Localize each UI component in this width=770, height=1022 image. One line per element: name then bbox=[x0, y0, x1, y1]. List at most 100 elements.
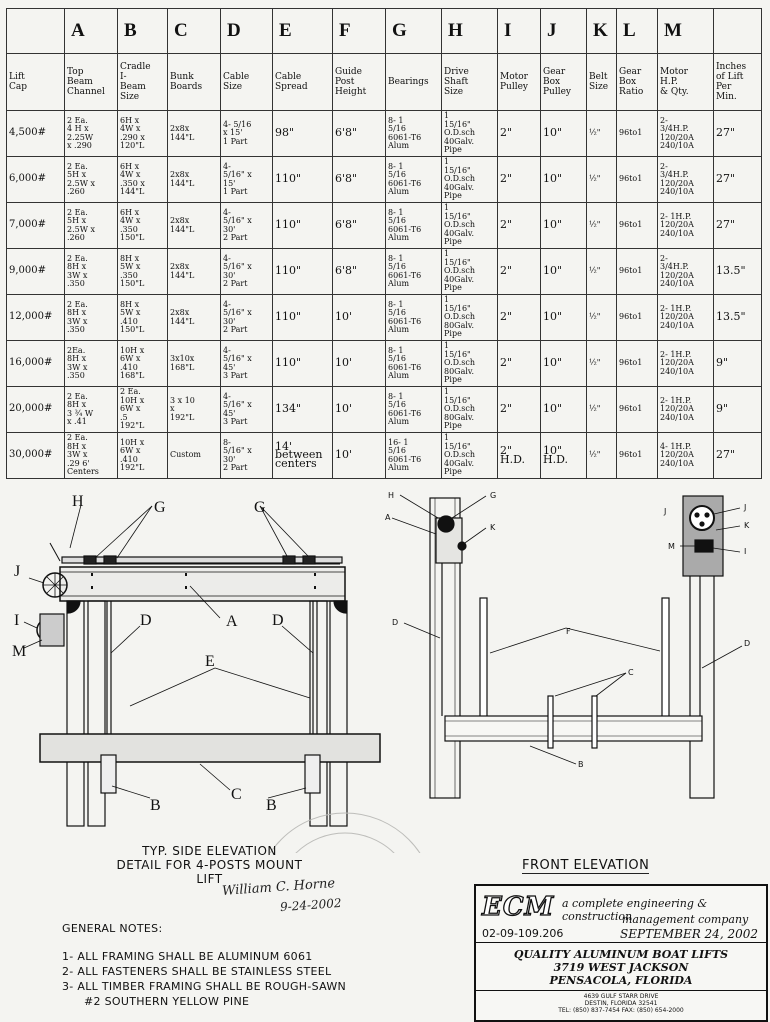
column-header: Drive Shaft Size bbox=[441, 53, 498, 111]
column-header: Bearings bbox=[385, 53, 442, 111]
table-cell: 2" bbox=[497, 294, 541, 341]
table-cell: 1 15/16" O.D.sch 40Galv. Pipe bbox=[441, 248, 498, 295]
table-cell: Custom bbox=[167, 432, 221, 479]
column-header: Bunk Boards bbox=[167, 53, 221, 111]
front-label-d-right: D bbox=[744, 639, 750, 648]
front-motor-m bbox=[694, 539, 714, 553]
table-cell: 2- 1H.P. 120/20A 240/10A bbox=[657, 294, 714, 341]
firm-city: DESTIN, FLORIDA 32541 bbox=[584, 1000, 658, 1007]
table-cell: 16- 1 5/16 6061-T6 Alum bbox=[385, 432, 442, 479]
front-label-d-left: D bbox=[392, 618, 398, 627]
table-cell: 8H x 5W x .410 150"L bbox=[117, 294, 168, 341]
side-bearing-left bbox=[83, 555, 97, 565]
table-cell: 6'8" bbox=[332, 110, 386, 157]
side-labels: H G G J I M A D D E C B B bbox=[12, 493, 284, 814]
table-cell: 8- 1 5/16 6061-T6 Alum bbox=[385, 248, 442, 295]
table-cell: 1 15/16" O.D.sch 40Galv. Pipe bbox=[441, 110, 498, 157]
note-item: 3- ALL TIMBER FRAMING SHALL BE ROUGH-SAW… bbox=[62, 980, 347, 993]
column-letter: F bbox=[332, 8, 386, 54]
client-name: QUALITY ALUMINUM BOAT LIFTS bbox=[513, 948, 729, 961]
front-label-i: I bbox=[744, 547, 746, 556]
table-cell: 7,000# bbox=[6, 202, 65, 249]
table-cell: 2x8x 144"L bbox=[167, 156, 221, 203]
table-cell: 20,000# bbox=[6, 386, 65, 433]
table-cell: 10" bbox=[540, 386, 587, 433]
side-caption-line1: TYP. SIDE ELEVATION bbox=[142, 844, 277, 858]
post-right-1 bbox=[309, 600, 328, 827]
table-cell: 2Ea. 8H x 3W x .350 bbox=[64, 340, 118, 387]
table-cell: 6'8" bbox=[332, 248, 386, 295]
ecm-tagline-2: management company bbox=[622, 913, 749, 926]
front-guide-post-left bbox=[479, 597, 488, 719]
front-label-a: A bbox=[385, 513, 391, 522]
front-guide-post-right bbox=[661, 597, 670, 719]
table-cell: 4- 5/16" x 45' 3 Part bbox=[220, 340, 273, 387]
column-letter: E bbox=[272, 8, 333, 54]
general-notes: GENERAL NOTES: 1- ALL FRAMING SHALL BE A… bbox=[62, 922, 346, 1009]
column-letter: G bbox=[385, 8, 442, 54]
column-header: Gear Box Ratio bbox=[616, 53, 658, 111]
label-g-right: G bbox=[254, 499, 266, 516]
title-block: ECM a complete engineering & constructio… bbox=[474, 884, 768, 1022]
table-cell: 8- 1 5/16 6061-T6 Alum bbox=[385, 340, 442, 387]
front-shaft-pulley bbox=[437, 515, 455, 533]
firm-address: 4639 GULF STARR DRIVE DESTIN, FLORIDA 32… bbox=[476, 993, 766, 1014]
table-cell: 96to1 bbox=[616, 202, 658, 249]
column-header: Cable Size bbox=[220, 53, 273, 111]
label-i: I bbox=[14, 612, 19, 629]
table-cell: 2 Ea. 4 H x 2.25W x .290 bbox=[64, 110, 118, 157]
front-label-j-right: J bbox=[743, 503, 746, 512]
table-cell: 1 15/16" O.D.sch 80Galv. Pipe bbox=[441, 294, 498, 341]
table-cell: 10" bbox=[540, 156, 587, 203]
front-label-c: C bbox=[628, 668, 634, 677]
table-cell: 2" bbox=[497, 386, 541, 433]
label-c: C bbox=[231, 786, 242, 803]
table-cell: 96to1 bbox=[616, 340, 658, 387]
table-cell: 2" H.D. bbox=[497, 432, 541, 479]
table-cell: 8- 1 5/16 6061-T6 Alum bbox=[385, 156, 442, 203]
table-cell: 4- 5/16" x 30' 2 Part bbox=[220, 294, 273, 341]
post-left-2 bbox=[87, 600, 106, 827]
label-b-right: B bbox=[266, 797, 277, 814]
column-letter: K bbox=[586, 8, 617, 54]
table-cell: ½" bbox=[586, 340, 617, 387]
front-cradle-beam-b bbox=[444, 715, 703, 742]
client-street: 3719 WEST JACKSON bbox=[553, 961, 689, 974]
table-cell: 4- 5/16" x 30' 2 Part bbox=[220, 248, 273, 295]
table-cell: 6,000# bbox=[6, 156, 65, 203]
table-cell: 1 15/16" O.D.sch 80Galv. Pipe bbox=[441, 386, 498, 433]
column-header: Gear Box Pulley bbox=[540, 53, 587, 111]
table-cell: 2- 3/4H.P. 120/20A 240/10A bbox=[657, 110, 714, 157]
table-cell: 6H x 4W x .290 x 120"L bbox=[117, 110, 168, 157]
table-cell: 96to1 bbox=[616, 248, 658, 295]
table-cell: 110" bbox=[272, 294, 333, 341]
table-cell: 2 Ea. 10H x 6W x .5 192"L bbox=[117, 386, 168, 433]
table-cell: 2 Ea. 5H x 2.5W x .260 bbox=[64, 202, 118, 249]
side-elevation-drawing bbox=[36, 542, 381, 827]
column-header: Top Beam Channel bbox=[64, 53, 118, 111]
table-cell: ½" bbox=[586, 248, 617, 295]
cradle-bracket-b-right bbox=[304, 754, 321, 794]
table-cell: 6'8" bbox=[332, 156, 386, 203]
table-cell: 2" bbox=[497, 156, 541, 203]
side-leader-lines bbox=[23, 504, 314, 799]
label-h: H bbox=[72, 493, 84, 510]
table-cell: 96to1 bbox=[616, 156, 658, 203]
table-cell: 27" bbox=[713, 110, 762, 157]
table-cell: ½" bbox=[586, 386, 617, 433]
table-cell: 27" bbox=[713, 202, 762, 249]
side-caption-line2: DETAIL FOR 4-POSTS MOUNT LIFT bbox=[116, 858, 303, 886]
table-cell: 10" bbox=[540, 202, 587, 249]
table-cell: 2" bbox=[497, 110, 541, 157]
table-cell: 9,000# bbox=[6, 248, 65, 295]
drawing-date: SEPTEMBER 24, 2002 bbox=[620, 927, 758, 941]
table-cell: 30,000# bbox=[6, 432, 65, 479]
table-cell: 3 x 10 x 192"L bbox=[167, 386, 221, 433]
engineer-seal bbox=[269, 812, 421, 853]
